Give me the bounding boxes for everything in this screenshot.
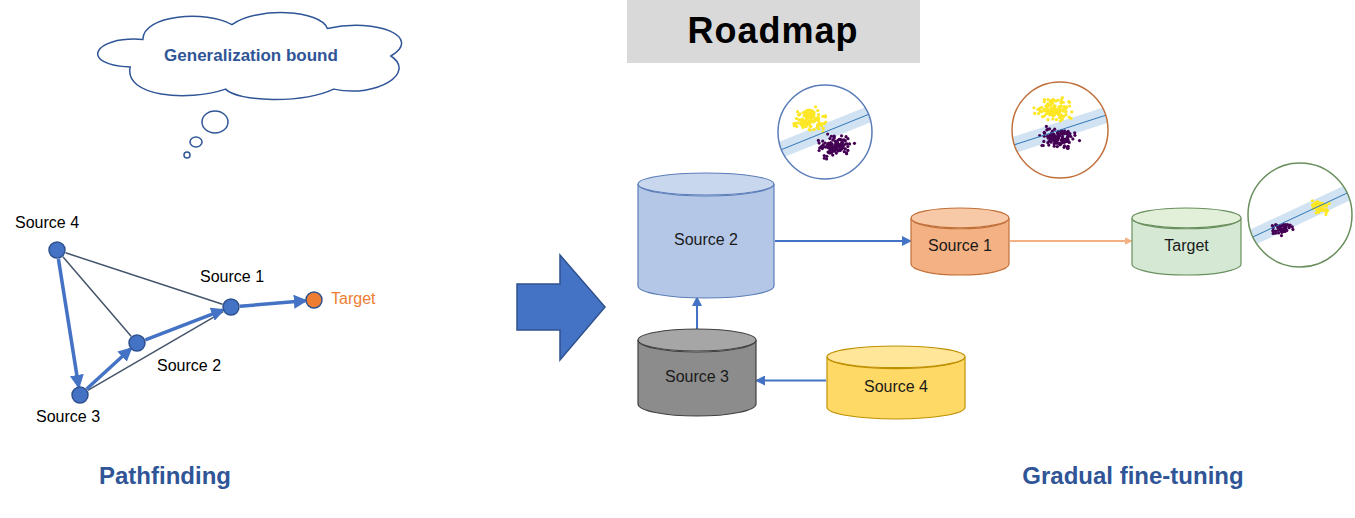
database-cylinder: Source 3 xyxy=(637,328,757,416)
plot-frame xyxy=(778,85,872,179)
connector xyxy=(87,349,131,389)
connector xyxy=(58,259,78,386)
thought-bubble xyxy=(202,111,228,133)
node-text: Source 1 xyxy=(928,237,992,255)
node-label: Source 1 xyxy=(200,268,264,286)
node-label: Source 3 xyxy=(36,408,100,426)
node-dot xyxy=(72,387,88,403)
graph-node: Source 4 xyxy=(48,241,66,259)
thought-bubble xyxy=(190,137,202,147)
database-cylinder: Source 1 xyxy=(910,207,1010,275)
node-circle xyxy=(222,298,240,316)
graph-node: Source 2 xyxy=(128,334,146,352)
graph-node: Source 1 xyxy=(222,298,240,316)
connector xyxy=(757,380,826,382)
connector xyxy=(1010,240,1131,242)
node-dot xyxy=(129,335,145,351)
scatter-plot xyxy=(981,82,1138,178)
connector xyxy=(66,253,223,304)
node-circle xyxy=(71,386,89,404)
title-box xyxy=(627,0,920,63)
node-dot xyxy=(306,292,322,308)
section-caption: Pathfinding xyxy=(99,462,231,490)
database-cylinder: Source 2 xyxy=(637,172,775,298)
plot-frame xyxy=(1248,163,1352,267)
connector xyxy=(63,257,131,336)
node-circle xyxy=(305,291,323,309)
node-text: Source 4 xyxy=(864,378,928,396)
diagram-title: Roadmap xyxy=(687,10,858,52)
connector xyxy=(88,312,223,391)
connector xyxy=(145,310,222,340)
node-label: Target xyxy=(331,290,375,308)
node-text: Target xyxy=(1164,237,1208,255)
thought-bubble xyxy=(184,152,190,158)
node-text: Generalization bound xyxy=(164,46,338,66)
section-caption: Gradual fine-tuning xyxy=(1022,462,1243,490)
connector xyxy=(240,301,305,306)
thought-cloud: Generalization bound xyxy=(92,10,410,102)
database-cylinder: Source 4 xyxy=(826,345,966,419)
node-circle xyxy=(128,334,146,352)
graph-node: Target xyxy=(305,291,323,309)
database-cylinder: Target xyxy=(1131,207,1242,275)
scatter-plot xyxy=(748,85,902,179)
node-label: Source 4 xyxy=(15,214,79,232)
graph-node: Source 3 xyxy=(71,386,89,404)
node-circle xyxy=(48,241,66,259)
node-label: Source 2 xyxy=(157,357,221,375)
scatter-plot xyxy=(1224,163,1355,267)
block-arrow xyxy=(517,255,605,360)
node-text: Source 3 xyxy=(665,368,729,386)
plot-frame xyxy=(1012,82,1108,178)
node-text: Source 2 xyxy=(674,231,738,249)
connector xyxy=(775,240,910,242)
node-dot xyxy=(223,299,239,315)
node-dot xyxy=(49,242,65,258)
